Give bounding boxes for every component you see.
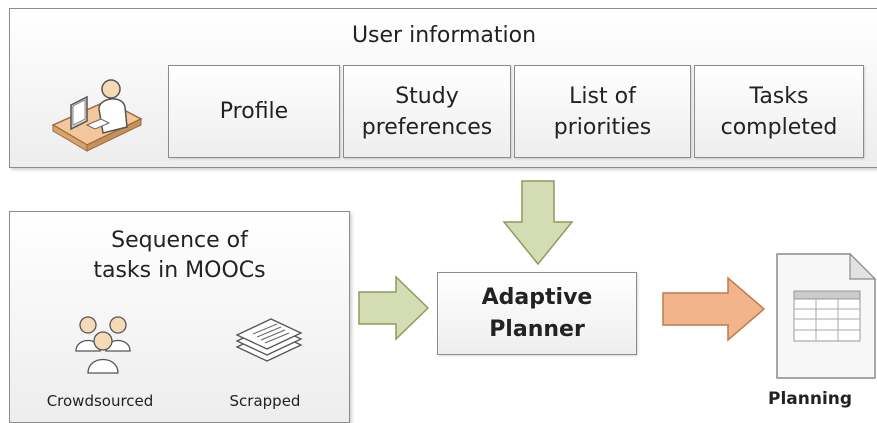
sequence-title-line1: Sequence of [111, 228, 248, 253]
list-of-priorities-line2: priorities [553, 114, 652, 140]
right-arrow-input [358, 275, 430, 341]
list-of-priorities-line1: List of [569, 83, 636, 109]
right-arrow-output [662, 276, 766, 342]
user-information-title: User information [351, 23, 537, 48]
adaptive-planner-line1: Adaptive [481, 284, 593, 310]
user-at-computer-icon [51, 79, 143, 152]
profile-box: Profile [168, 65, 340, 158]
spreadsheet-document-icon [776, 252, 877, 379]
adaptive-planner-box: Adaptive Planner [437, 272, 637, 355]
study-preferences-line2: preferences [361, 114, 493, 140]
tasks-completed-line2: completed [720, 114, 838, 140]
people-group-icon [75, 316, 131, 374]
tasks-completed-line1: Tasks [749, 83, 809, 109]
sequence-panel: Sequence of tasks in MOOCs Crowdsourced … [9, 211, 350, 423]
document-stack-icon [235, 318, 303, 362]
planning-label: Planning [768, 389, 853, 409]
tasks-completed-box: Tasks completed [694, 65, 864, 158]
study-preferences-line1: Study [395, 83, 459, 109]
down-arrow [502, 180, 574, 266]
scrapped-label: Scrapped [229, 392, 301, 410]
list-of-priorities-box: List of priorities [514, 65, 691, 158]
user-information-panel: User information Profile Study preferenc… [9, 8, 877, 168]
crowdsourced-label: Crowdsourced [46, 392, 154, 410]
adaptive-planner-line2: Planner [489, 316, 585, 342]
study-preferences-box: Study preferences [343, 65, 511, 158]
sequence-title-line2: tasks in MOOCs [93, 258, 266, 283]
profile-label: Profile [219, 99, 289, 124]
